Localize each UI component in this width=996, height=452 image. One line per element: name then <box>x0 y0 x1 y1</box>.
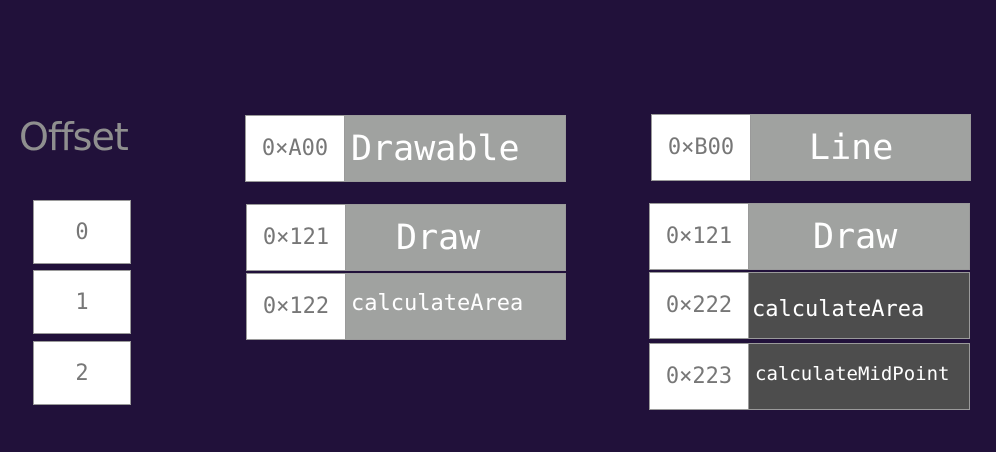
line-entry-calculate-midpoint-label: calculateMidPoint <box>749 344 969 409</box>
line-entry-draw-label: Draw <box>749 204 969 269</box>
line-entry-calculate-area-address: 0×222 <box>650 273 749 338</box>
drawable-entry-draw: 0×121 Draw <box>246 204 566 271</box>
drawable-entry-draw-address: 0×121 <box>247 205 346 270</box>
offset-cell-2: 2 <box>33 341 131 405</box>
drawable-entry-calculate-area-label: calculateArea <box>346 274 565 339</box>
drawable-entry-calculate-area-address: 0×122 <box>247 274 346 339</box>
drawable-vtable-address: 0×A00 <box>246 116 345 181</box>
line-entry-calculate-area-label: calculateArea <box>749 273 969 338</box>
line-entry-calculate-midpoint-address: 0×223 <box>650 344 749 409</box>
offset-cell-0: 0 <box>33 200 131 264</box>
drawable-entry-calculate-area: 0×122 calculateArea <box>246 273 566 340</box>
offset-title: Offset <box>19 115 129 159</box>
line-entry-calculate-area: 0×222 calculateArea <box>649 272 970 339</box>
line-entry-draw-address: 0×121 <box>650 204 749 269</box>
drawable-vtable-header: 0×A00 Drawable <box>245 115 566 182</box>
line-vtable-address: 0×B00 <box>652 115 751 180</box>
line-entry-calculate-midpoint: 0×223 calculateMidPoint <box>649 343 970 410</box>
line-entry-draw: 0×121 Draw <box>649 203 970 270</box>
offset-cell-1: 1 <box>33 270 131 334</box>
line-vtable-name: Line <box>751 115 970 180</box>
drawable-entry-draw-label: Draw <box>346 205 565 270</box>
line-vtable-header: 0×B00 Line <box>651 114 971 181</box>
drawable-vtable-name: Drawable <box>345 116 565 181</box>
